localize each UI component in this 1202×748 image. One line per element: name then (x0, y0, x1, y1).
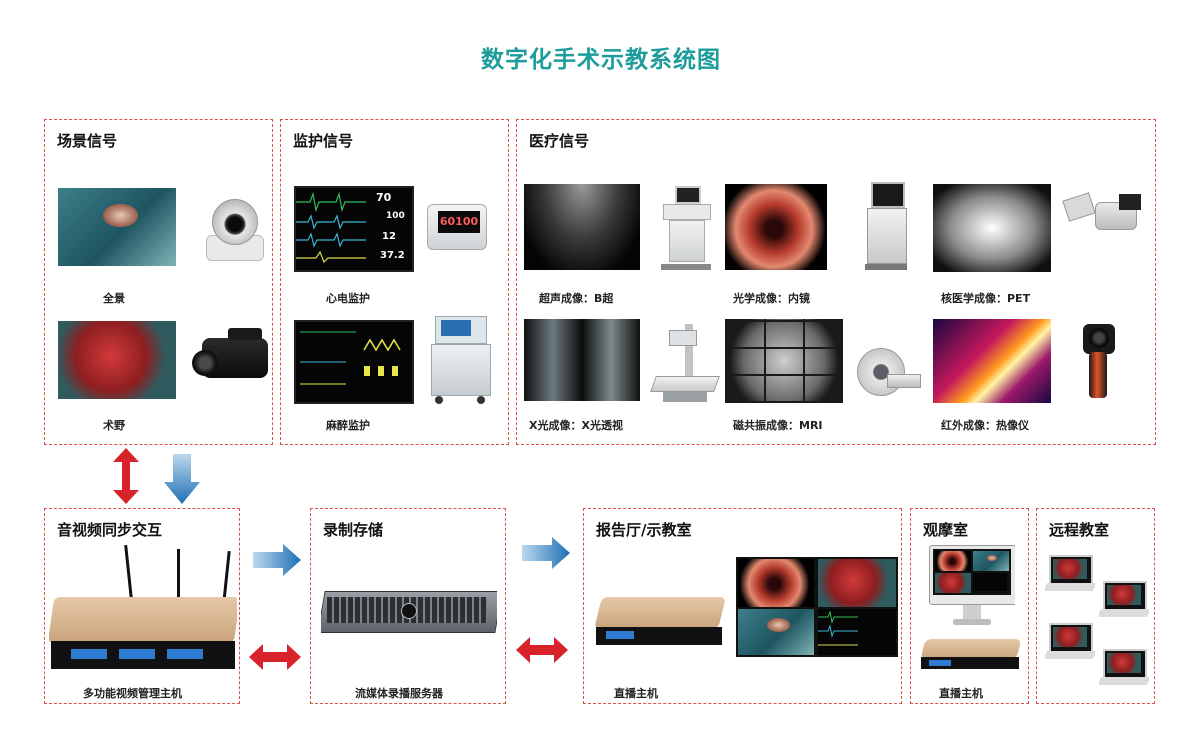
medical-signal-panel: 医疗信号 超声成像：B超 光学成像：内镜 核医学成像：PET X光成像：X光透视… (516, 119, 1156, 445)
report-display-screen (736, 557, 898, 657)
mri-caption: 磁共振成像：MRI (733, 419, 823, 432)
observation-room-caption: 直播主机 (939, 687, 983, 700)
right-arrow-record-to-report (522, 537, 570, 569)
remote-classroom-title: 远程教室 (1049, 521, 1110, 539)
laptop-icon (1045, 555, 1095, 593)
bidirectional-arrow-av-record (249, 644, 301, 670)
xray-caption: X光成像：X光透视 (529, 419, 623, 432)
xray-machine-device (649, 322, 721, 408)
xray-image (524, 319, 640, 401)
bidirectional-vertical-arrow (113, 448, 139, 504)
down-arrow (164, 454, 200, 504)
laptop-icon (1099, 581, 1149, 619)
ecg-readout-hr: 70 (376, 191, 392, 204)
laptop-icon (1099, 649, 1149, 687)
pet-image (933, 184, 1051, 272)
patient-monitor-device: 60100 (427, 204, 487, 250)
av-sync-title: 音视频同步交互 (57, 521, 163, 539)
page-title: 数字化手术示教系统图 (481, 47, 721, 73)
ecg-readout-temp: 37.2 (380, 250, 405, 261)
observation-monitor-display (929, 545, 1015, 627)
ptz-camera-icon (202, 195, 266, 261)
av-sync-caption: 多功能视频管理主机 (83, 687, 182, 700)
streaming-server-device (321, 581, 497, 645)
recording-storage-panel: 录制存储 流媒体录播服务器 (310, 508, 506, 704)
report-hall-panel: 报告厅/示教室 直播主机 (583, 508, 902, 704)
ultrasound-machine-device (655, 184, 717, 274)
report-hall-caption: 直播主机 (614, 687, 658, 700)
remote-classroom-panel: 远程教室 (1036, 508, 1155, 704)
panorama-photo (58, 188, 176, 266)
observation-live-host-device (917, 637, 1025, 671)
ultrasound-image (524, 184, 640, 270)
surgical-field-photo (58, 321, 176, 399)
av-sync-panel: 音视频同步交互 多功能视频管理主机 (44, 508, 240, 704)
thermal-image (933, 319, 1051, 403)
recording-storage-caption: 流媒体录播服务器 (355, 687, 443, 700)
ultrasound-caption: 超声成像：B超 (539, 292, 614, 305)
monitor-signal-panel: 监护信号 70 100 12 37.2 60100 心电监护 (280, 119, 509, 445)
video-management-host-device (49, 545, 237, 675)
ecg-readout-bp: 100 (386, 211, 405, 221)
patient-monitor-readout: 60100 (438, 211, 480, 233)
bidirectional-arrow-record-report (516, 637, 568, 663)
observation-room-panel: 观摩室 直播主机 (910, 508, 1029, 704)
thermal-caption: 红外成像：热像仪 (941, 419, 1029, 432)
monitor-signal-title: 监护信号 (293, 132, 354, 150)
recording-storage-title: 录制存储 (323, 521, 384, 539)
report-live-host-device (592, 593, 728, 651)
mri-scanner-device (851, 346, 921, 398)
mri-image (725, 319, 843, 403)
ecg-monitor-screen: 70 100 12 37.2 (294, 186, 414, 272)
endoscope-tower-device (861, 180, 911, 274)
report-hall-title: 报告厅/示教室 (596, 521, 692, 539)
camcorder-icon (188, 326, 274, 392)
scene-signal-panel: 场景信号 全景 术野 (44, 119, 273, 445)
ecg-readout-rr: 12 (382, 231, 396, 242)
anesthesia-monitor-screen (294, 320, 414, 404)
thermal-camera-device (1077, 322, 1121, 402)
endoscope-caption: 光学成像：内镜 (733, 292, 810, 305)
medical-signal-title: 医疗信号 (529, 132, 590, 150)
endoscope-image (725, 184, 827, 270)
pet-scanner-device (1059, 186, 1149, 248)
scene-signal-title: 场景信号 (57, 132, 118, 150)
laptop-icon (1045, 623, 1095, 661)
panorama-caption: 全景 (103, 292, 125, 305)
observation-room-title: 观摩室 (923, 521, 969, 539)
ecg-caption: 心电监护 (326, 292, 370, 305)
anesthesia-caption: 麻醉监护 (326, 419, 370, 432)
anesthesia-machine-device (427, 312, 491, 406)
right-arrow-av-to-record (253, 544, 301, 576)
pet-caption: 核医学成像：PET (941, 292, 1031, 305)
surgical-field-caption: 术野 (103, 419, 125, 432)
